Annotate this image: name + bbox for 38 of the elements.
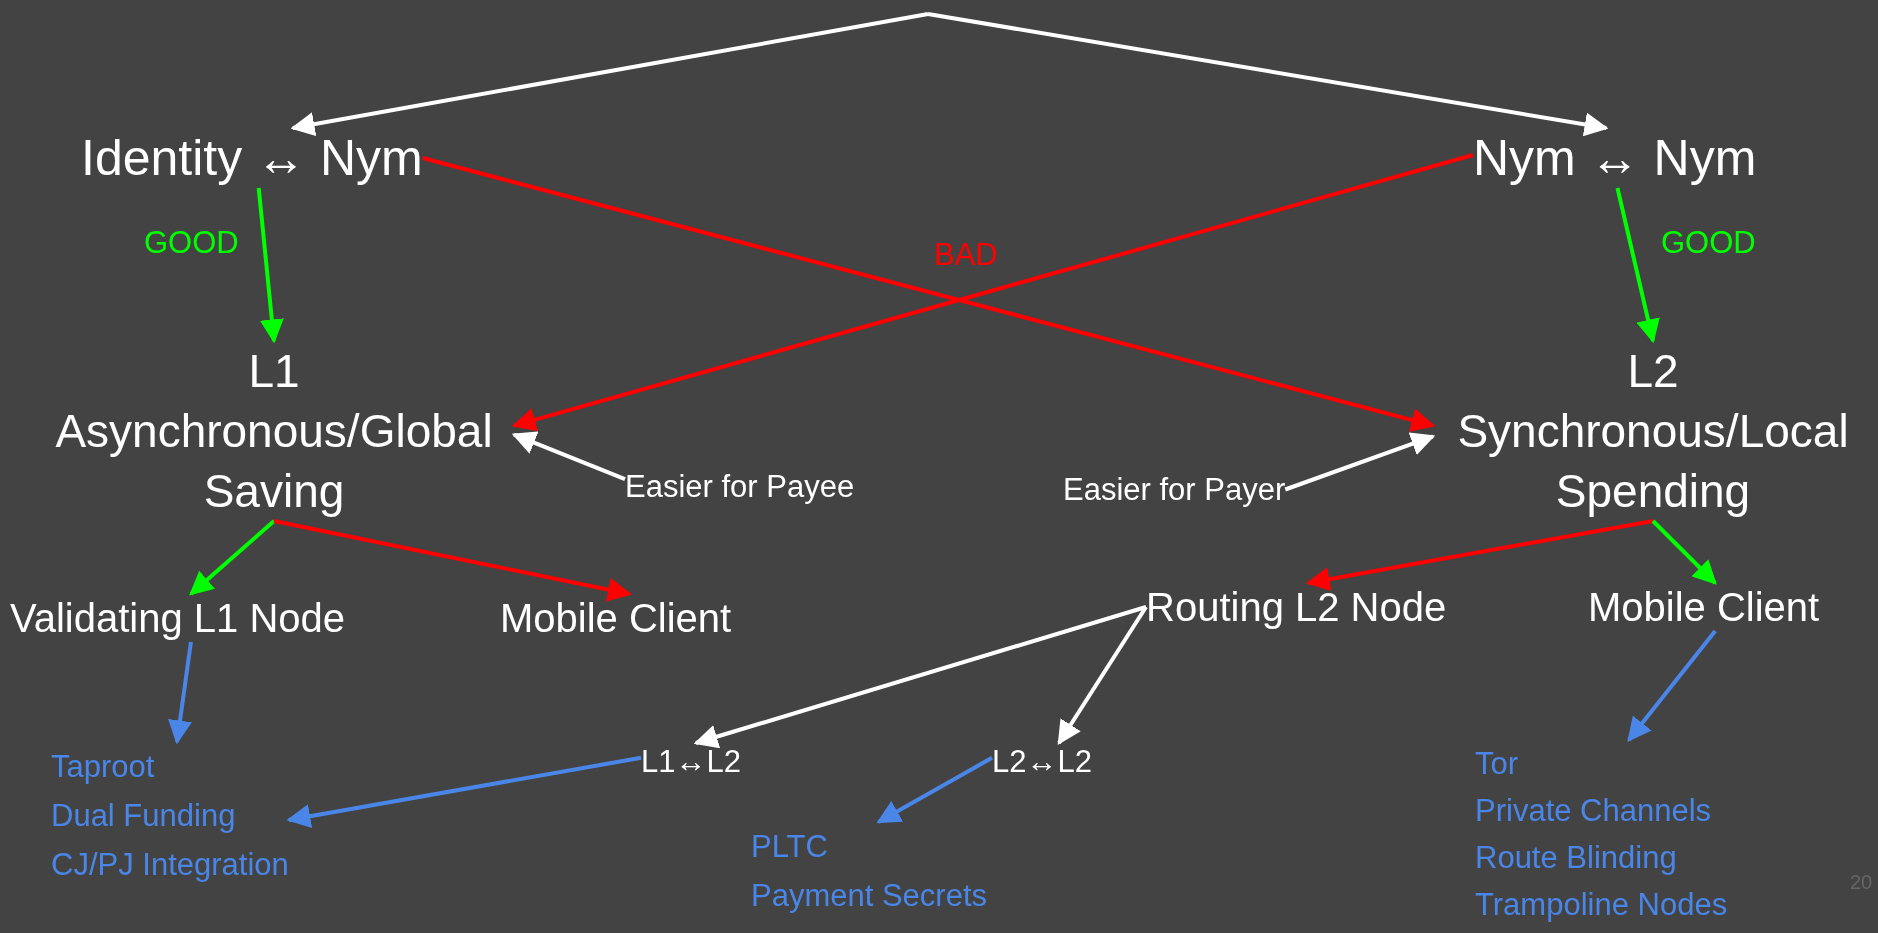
- channel-label: L2↔L2: [992, 743, 1092, 780]
- arrow: [290, 12, 929, 136]
- feature-item: Taproot: [51, 748, 155, 786]
- arrow: [256, 187, 284, 344]
- annotation-label: BAD: [934, 236, 998, 273]
- arrow: [1651, 519, 1717, 585]
- arrow: [168, 641, 193, 745]
- arrow: [273, 519, 632, 602]
- arrow: [1627, 629, 1717, 742]
- arrow: [189, 519, 276, 596]
- relation-label: Identity ↔ Nym: [81, 128, 423, 188]
- note-label: Easier for Payer: [1063, 471, 1286, 508]
- arrow: [1057, 605, 1148, 745]
- relation-label: Nym ↔ Nym: [1473, 128, 1757, 188]
- feature-item: Tor: [1475, 745, 1519, 783]
- arrow: [511, 431, 626, 481]
- channel-label: L1↔L2: [641, 743, 741, 780]
- arrow: [876, 756, 993, 824]
- layer-label: L2 Synchronous/Local Spending: [1433, 341, 1873, 521]
- note-label: Easier for Payee: [625, 468, 855, 505]
- arrow: [286, 755, 642, 828]
- client-label: Mobile Client: [1588, 583, 1820, 631]
- feature-item: Route Blinding: [1475, 839, 1677, 877]
- client-label: Validating L1 Node: [10, 594, 346, 642]
- arrow: [1615, 187, 1660, 344]
- arrow: [1305, 519, 1654, 591]
- client-label: Mobile Client: [500, 594, 732, 642]
- feature-item: PLTC: [751, 828, 828, 866]
- arrow: [693, 605, 1147, 749]
- arrow: [1284, 432, 1436, 492]
- feature-item: Private Channels: [1475, 792, 1712, 830]
- arrow: [927, 12, 1609, 137]
- feature-item: Trampoline Nodes: [1475, 886, 1728, 924]
- feature-item: Payment Secrets: [751, 877, 988, 915]
- feature-item: Dual Funding: [51, 797, 236, 835]
- feature-item: CJ/PJ Integration: [51, 846, 289, 884]
- layer-label: L1 Asynchronous/Global Saving: [34, 341, 514, 521]
- client-label: Routing L2 Node: [1146, 583, 1447, 631]
